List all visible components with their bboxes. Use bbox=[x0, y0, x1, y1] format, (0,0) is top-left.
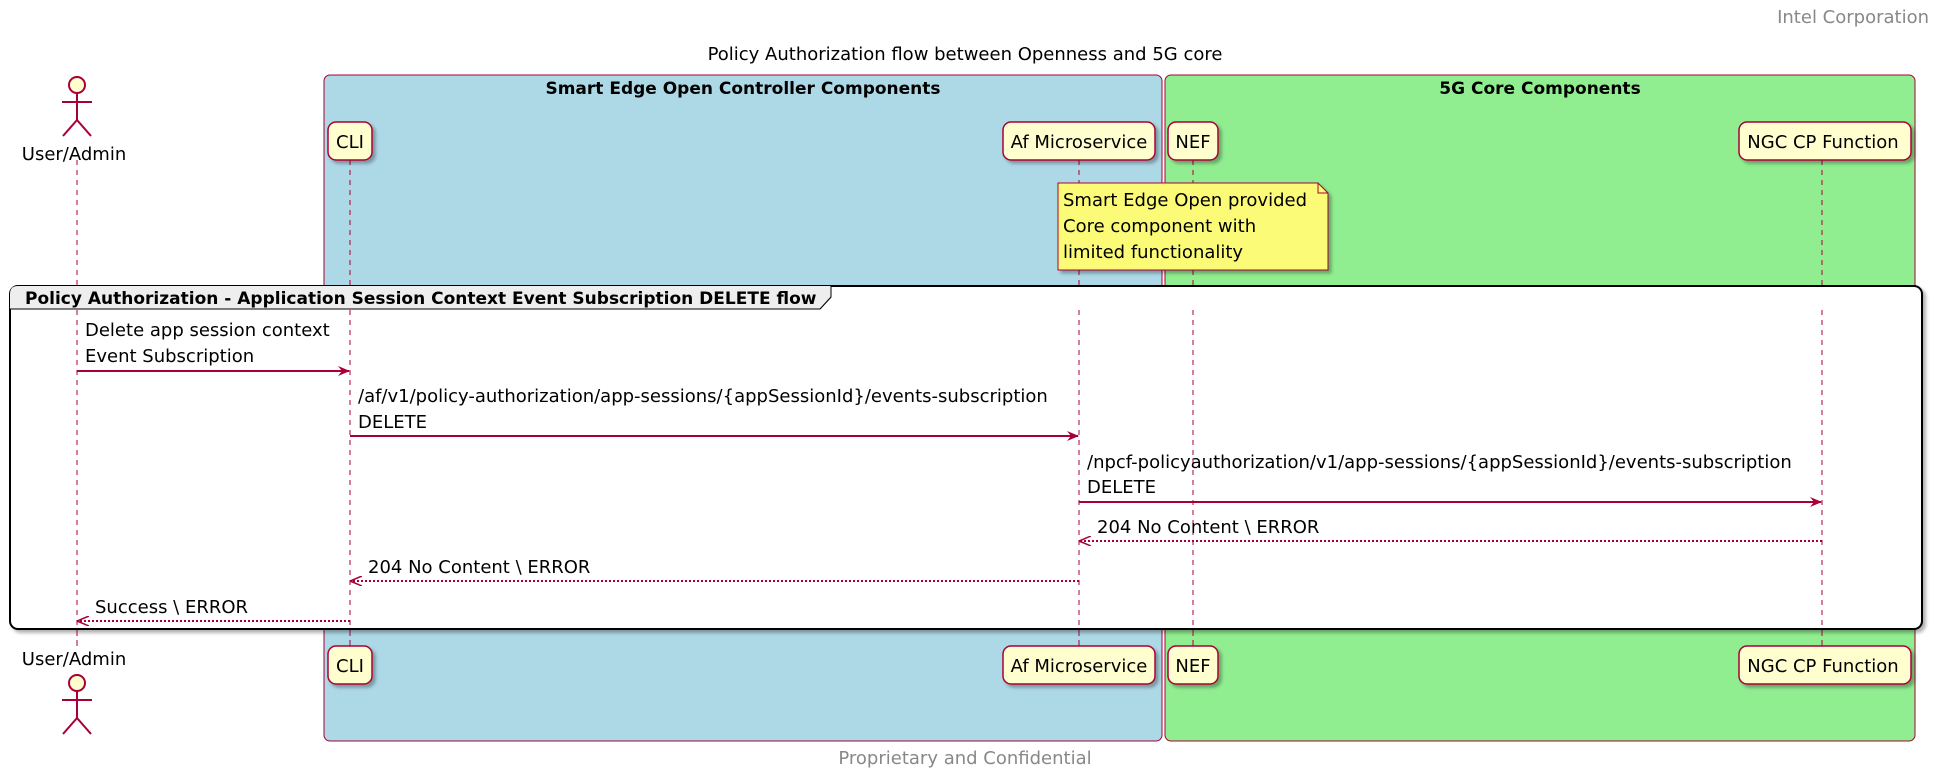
lifelines-bottom bbox=[76, 631, 1823, 648]
company-header: Intel Corporation bbox=[1777, 7, 1929, 28]
core-box-label: 5G Core Components bbox=[1439, 79, 1640, 99]
footer-text: Proprietary and Confidential bbox=[838, 748, 1091, 769]
group-frame: Policy Authorization - Application Sessi… bbox=[9, 285, 1923, 630]
lifelines-inner bbox=[76, 310, 1823, 628]
participant-ngc-bottom: NGC CP Function bbox=[1738, 645, 1912, 685]
message-5: 204 No Content \ ERROR bbox=[351, 557, 1079, 581]
note-line-2: Core component with bbox=[1063, 216, 1256, 237]
message-2-line-1: /af/v1/policy-authorization/app-sessions… bbox=[358, 386, 1048, 407]
participant-af-bottom: Af Microservice bbox=[1002, 645, 1156, 685]
participant-af-top-label: Af Microservice bbox=[1011, 132, 1148, 153]
participant-nef-top: NEF bbox=[1167, 121, 1219, 161]
participant-cli-bottom-label: CLI bbox=[336, 656, 364, 677]
message-3-line-2: DELETE bbox=[1087, 477, 1156, 498]
message-2-line-2: DELETE bbox=[358, 412, 427, 433]
message-5-line-1: 204 No Content \ ERROR bbox=[368, 557, 590, 578]
group-label: Policy Authorization - Application Sessi… bbox=[25, 289, 817, 309]
message-4: 204 No Content \ ERROR bbox=[1080, 517, 1822, 541]
participant-cli-top-label: CLI bbox=[336, 132, 364, 153]
message-1: Delete app session context Event Subscri… bbox=[77, 320, 350, 376]
participant-cli-top: CLI bbox=[327, 121, 373, 161]
note-line-3: limited functionality bbox=[1063, 242, 1243, 263]
message-4-line-1: 204 No Content \ ERROR bbox=[1097, 517, 1319, 538]
message-6-line-1: Success \ ERROR bbox=[95, 597, 248, 618]
message-6: Success \ ERROR bbox=[78, 597, 350, 621]
smart-edge-box-label: Smart Edge Open Controller Components bbox=[545, 79, 940, 99]
participant-ngc-bottom-label: NGC CP Function bbox=[1747, 656, 1898, 677]
participant-ngc-top-label: NGC CP Function bbox=[1747, 132, 1898, 153]
message-1-line-1: Delete app session context bbox=[85, 320, 330, 341]
note-line-1: Smart Edge Open provided bbox=[1063, 190, 1307, 211]
participant-nef-top-label: NEF bbox=[1175, 132, 1210, 153]
participant-af-bottom-label: Af Microservice bbox=[1011, 656, 1148, 677]
actor-icon-bottom bbox=[62, 674, 92, 735]
participant-af-top: Af Microservice bbox=[1002, 121, 1156, 161]
note: Smart Edge Open provided Core component … bbox=[1057, 182, 1329, 271]
participant-user-top-label: User/Admin bbox=[22, 144, 126, 165]
message-2: /af/v1/policy-authorization/app-sessions… bbox=[350, 386, 1079, 441]
actor-icon-top bbox=[62, 76, 92, 137]
participant-nef-bottom-label: NEF bbox=[1175, 656, 1210, 677]
participant-cli-bottom: CLI bbox=[327, 645, 373, 685]
message-3-line-1: /npcf-policyauthorization/v1/app-session… bbox=[1087, 452, 1792, 473]
diagram-title: Policy Authorization flow between Openne… bbox=[708, 44, 1223, 65]
message-3: /npcf-policyauthorization/v1/app-session… bbox=[1079, 452, 1822, 507]
message-1-line-2: Event Subscription bbox=[85, 346, 254, 367]
participant-ngc-top: NGC CP Function bbox=[1738, 121, 1912, 161]
participant-nef-bottom: NEF bbox=[1167, 645, 1219, 685]
participant-user-bottom-label: User/Admin bbox=[22, 649, 126, 670]
